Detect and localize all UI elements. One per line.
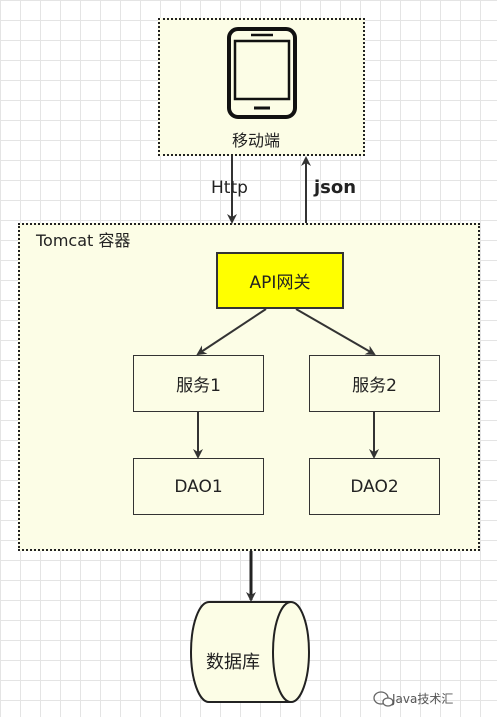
watermark-label: Java技术汇 bbox=[392, 692, 454, 706]
tomcat-container-label: Tomcat 容器 bbox=[36, 231, 131, 250]
mobile-client-label: 移动端 bbox=[232, 131, 281, 150]
wechat-icon bbox=[373, 691, 394, 707]
dao1-node: DAO1 bbox=[133, 458, 264, 515]
json-edge-label: json bbox=[314, 177, 357, 198]
database-label: 数据库 bbox=[206, 652, 260, 673]
service1-node: 服务1 bbox=[133, 355, 264, 412]
service2-node: 服务2 bbox=[309, 355, 440, 412]
dao2-node: DAO2 bbox=[309, 458, 440, 515]
watermark: Java技术汇 bbox=[392, 690, 453, 707]
http-edge-label: Http bbox=[211, 178, 248, 198]
api-gateway-node: API网关 bbox=[216, 252, 344, 309]
